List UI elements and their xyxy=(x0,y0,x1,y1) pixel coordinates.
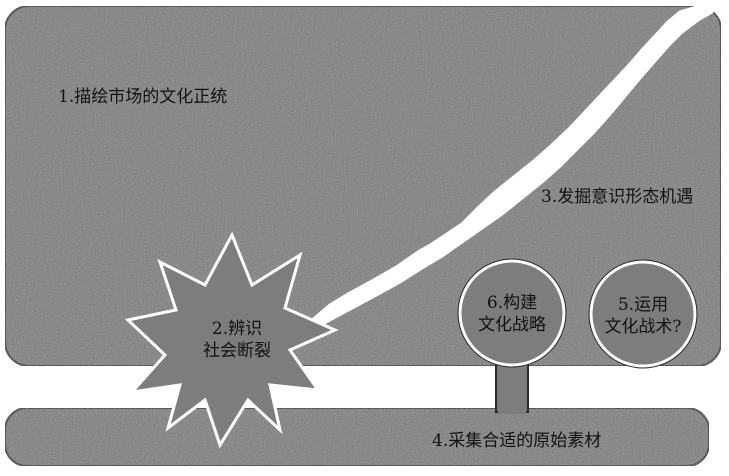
fracture-starburst xyxy=(124,231,339,449)
step6-label: 6.构建 文化战略 xyxy=(467,292,557,336)
step5-label: 5.运用 文化战术? xyxy=(593,294,693,338)
step3-label: 3.发掘意识形态机遇 xyxy=(541,187,694,207)
step5-line2: 文化战术? xyxy=(604,317,682,337)
step4-label: 4.采集合适的原始素材 xyxy=(432,431,602,451)
step5-line1: 5.运用 xyxy=(617,295,669,315)
step2-line2: 社会断裂 xyxy=(203,341,271,361)
step2-label: 2.辨识 社会断裂 xyxy=(192,318,282,362)
lower-bar xyxy=(4,407,710,467)
step6-line1: 6.构建 xyxy=(486,293,538,313)
step1-label: 1.描绘市场的文化正统 xyxy=(58,87,228,107)
crack-rift xyxy=(294,4,717,337)
strategy-circle xyxy=(458,259,566,367)
step2-line1: 2.辨识 xyxy=(211,319,263,339)
tactics-circle xyxy=(589,260,697,368)
step6-line2: 文化战略 xyxy=(478,315,546,335)
